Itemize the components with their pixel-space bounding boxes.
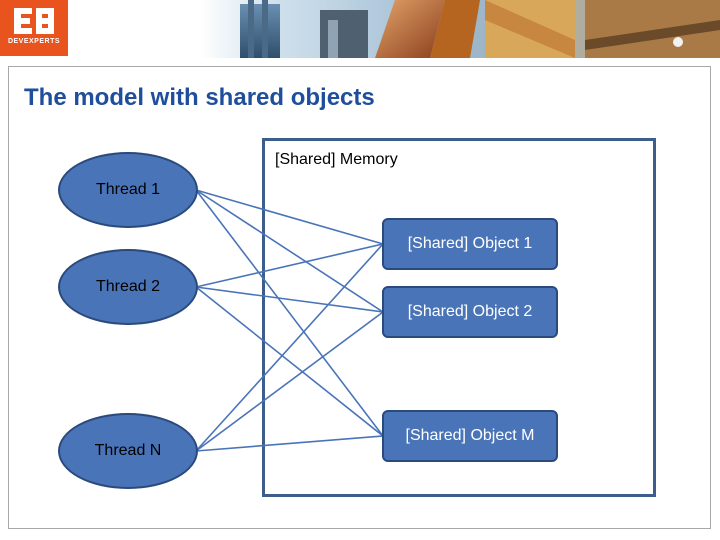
connector-thread2-objectM [195,286,384,437]
thread-1-node: Thread 1 [58,152,198,228]
connector-threadN-object2 [195,311,384,452]
connector-thread2-object1 [195,243,384,288]
connector-thread1-object1 [195,189,384,245]
slide-title: The model with shared objects [24,84,375,111]
logo-text: DEVEXPERTS [7,38,61,45]
connector-threadN-object1 [195,243,384,452]
company-logo: DEVEXPERTS [0,0,68,56]
thread-1-label: Thread 1 [95,181,161,198]
shared-memory-label: [Shared] Memory [275,151,398,168]
logo-icon [14,8,54,34]
connector-thread1-objectM [195,189,384,437]
shared-object-1-label: [Shared] Object 1 [407,235,533,252]
thread-2-label: Thread 2 [95,278,161,295]
shared-object-m: [Shared] Object M [382,410,558,462]
shared-object-1: [Shared] Object 1 [382,218,558,270]
thread-n-label: Thread N [94,442,162,459]
connector-thread2-object2 [195,286,384,313]
header-banner: DEVEXPERTS [0,0,720,58]
thread-2-node: Thread 2 [58,249,198,325]
connector-thread1-object2 [195,189,384,313]
thread-n-node: Thread N [58,413,198,489]
connector-threadN-objectM [195,435,384,452]
shared-object-2-label: [Shared] Object 2 [407,303,533,320]
shared-object-m-label: [Shared] Object M [405,427,535,444]
shared-object-2: [Shared] Object 2 [382,286,558,338]
slide-frame [8,66,711,529]
header-photo-strip [200,0,720,58]
